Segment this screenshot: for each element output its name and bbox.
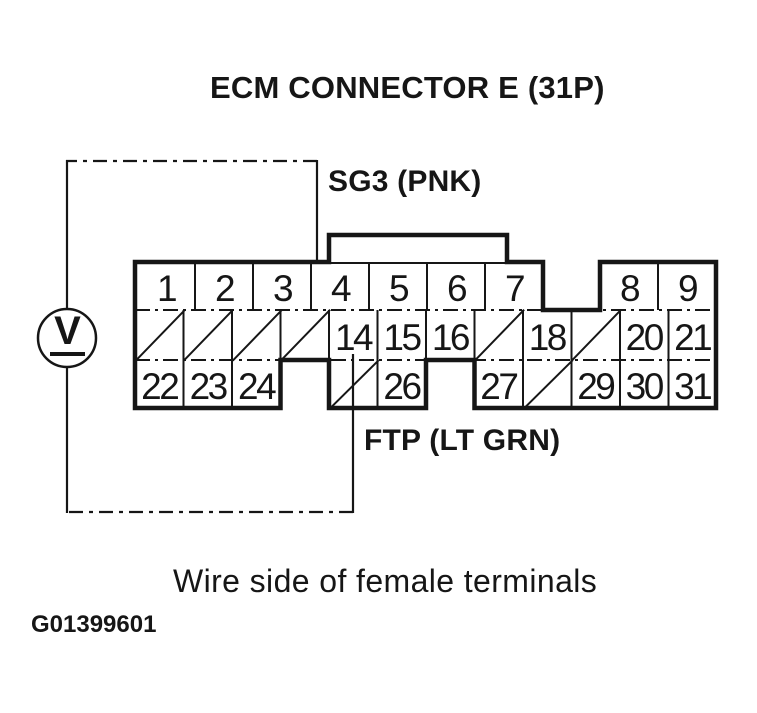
terminal-cell-30: 30	[620, 360, 668, 408]
terminal-number: 3	[272, 267, 294, 309]
terminal-cell-1: 1	[137, 262, 195, 310]
empty-terminal-cell	[183, 309, 235, 362]
empty-terminal-cell	[231, 309, 283, 362]
terminal-cell-20: 20	[620, 310, 668, 360]
terminal-cell-15: 15	[377, 310, 425, 360]
no-terminal-slash	[474, 309, 525, 362]
no-terminal-slash	[522, 359, 574, 410]
no-terminal-slash	[231, 309, 283, 362]
terminal-cell-21: 21	[668, 310, 716, 360]
voltmeter-icon	[36, 307, 98, 369]
terminal-number: 24	[238, 365, 277, 407]
terminal-number: 5	[388, 267, 410, 309]
no-terminal-slash	[328, 359, 380, 410]
terminal-cell-22: 22	[135, 360, 183, 408]
terminal-cell-4: 4	[311, 262, 369, 310]
terminal-cell-8: 8	[600, 262, 658, 310]
cell-separators	[182, 262, 670, 408]
empty-terminal-cell	[522, 359, 574, 410]
terminal-cell-2: 2	[195, 262, 253, 310]
no-terminal-slash	[280, 309, 331, 362]
terminal-number: 14	[334, 316, 374, 358]
terminal-number: 31	[674, 365, 713, 407]
no-terminal-slash	[183, 309, 235, 362]
terminal-cell-3: 3	[253, 262, 311, 310]
terminal-cell-31: 31	[668, 360, 716, 408]
empty-terminal-cell	[280, 309, 331, 362]
terminal-number: 27	[480, 365, 519, 407]
voltmeter-symbol: V	[54, 309, 81, 353]
terminal-number: 15	[383, 316, 422, 358]
terminal-number: 30	[625, 365, 665, 407]
terminal-number: 6	[446, 267, 468, 309]
terminal-number: 26	[383, 365, 422, 407]
wire-label-ftp: FTP (LT GRN)	[364, 424, 561, 457]
sg3-wire	[65, 159, 319, 309]
figure-id: G01399601	[31, 611, 157, 638]
terminal-number: 7	[504, 267, 526, 309]
terminal-number: 2	[214, 267, 236, 309]
terminal-cell-26: 26	[377, 360, 425, 408]
terminal-cell-6: 6	[427, 262, 485, 310]
terminal-cell-5: 5	[369, 262, 427, 310]
empty-terminal-cell	[328, 359, 380, 410]
terminal-number: 4	[330, 267, 352, 309]
empty-terminal-cell	[135, 309, 186, 362]
terminal-cell-7: 7	[485, 262, 543, 310]
terminal-number: 29	[577, 365, 616, 407]
wire-label-sg3: SG3 (PNK)	[328, 165, 482, 198]
terminal-cell-16: 16	[426, 310, 474, 360]
terminal-number: 22	[141, 365, 180, 407]
empty-terminal-cell	[474, 309, 525, 362]
ftp-wire	[65, 354, 355, 514]
diagram-caption: Wire side of female terminals	[173, 563, 598, 599]
terminal-cell-14: 14	[329, 310, 377, 360]
terminal-cell-23: 23	[183, 360, 231, 408]
terminal-number: 23	[189, 365, 229, 407]
no-terminal-slash	[571, 309, 622, 362]
terminal-cell-29: 29	[571, 360, 619, 408]
terminal-cell-9: 9	[658, 262, 716, 310]
terminal-number: 9	[677, 267, 699, 309]
terminal-number: 18	[528, 316, 568, 358]
terminal-number: 20	[625, 316, 665, 358]
no-terminal-slash	[135, 309, 186, 362]
terminal-number: 16	[431, 316, 471, 358]
terminal-cell-27: 27	[474, 360, 522, 408]
diagram-title: ECM CONNECTOR E (31P)	[210, 70, 605, 105]
empty-terminal-cell	[571, 309, 622, 362]
terminal-number: 1	[156, 267, 178, 309]
terminal-number: 21	[674, 316, 713, 358]
terminal-cell-24: 24	[232, 360, 280, 408]
terminal-cell-18: 18	[523, 310, 571, 360]
terminal-number: 8	[619, 267, 641, 309]
